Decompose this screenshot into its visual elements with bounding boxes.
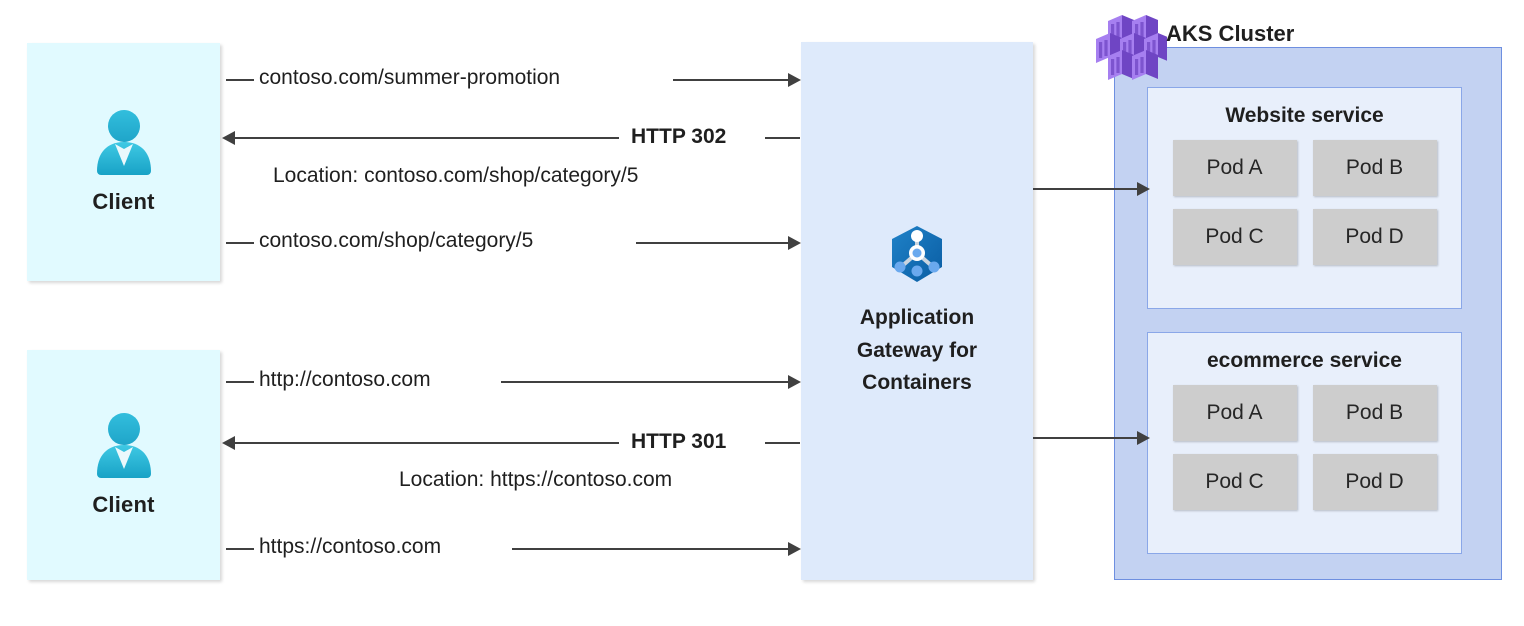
pod-item: Pod B <box>1312 385 1437 441</box>
pod-item: Pod D <box>1312 454 1437 510</box>
arrow-right-icon <box>788 542 801 556</box>
flow-sublabel-location-301: Location: https://contoso.com <box>399 468 673 491</box>
gateway-label-line-3: Containers <box>862 371 972 395</box>
connector-line-to-ecommerce-service <box>1033 437 1148 439</box>
connector-line <box>765 137 800 139</box>
client-label: Client <box>92 492 155 517</box>
connector-line <box>226 79 254 81</box>
connector-line <box>636 242 788 244</box>
pod-item: Pod B <box>1312 140 1437 196</box>
application-gateway-box: Application Gateway for Containers <box>801 42 1033 580</box>
connector-line <box>765 442 800 444</box>
pod-grid: Pod A Pod B Pod C Pod D <box>1172 140 1437 265</box>
connector-line <box>226 381 254 383</box>
client-label: Client <box>92 189 155 214</box>
arrow-left-icon <box>222 131 235 145</box>
user-icon <box>96 413 151 478</box>
arrow-left-icon <box>222 436 235 450</box>
aks-cluster-icon <box>1096 15 1167 80</box>
connector-line <box>512 548 788 550</box>
connector-line <box>501 381 788 383</box>
arrow-right-icon <box>1137 182 1150 196</box>
user-icon <box>96 110 151 175</box>
arrow-right-icon <box>788 236 801 250</box>
application-gateway-icon <box>892 226 942 283</box>
client-box-top: Client <box>27 43 220 281</box>
connector-line <box>226 242 254 244</box>
aks-cluster-title: AKS Cluster <box>1166 21 1295 46</box>
application-gateway-label: Application Gateway for Containers <box>857 302 977 400</box>
arrow-right-icon <box>788 73 801 87</box>
connector-line-to-website-service <box>1033 188 1148 190</box>
gateway-label-line-2: Gateway for <box>856 338 978 362</box>
flow-label-https-contoso: https://contoso.com <box>259 535 442 558</box>
flow-label-summer-promotion: contoso.com/summer-promotion <box>259 66 561 89</box>
pod-item: Pod A <box>1172 385 1297 441</box>
client-box-bottom: Client <box>27 350 220 580</box>
service-box-website: Website service Pod A Pod B Pod C Pod D <box>1147 87 1462 309</box>
service-title: ecommerce service <box>1207 349 1402 372</box>
flow-label-http-301: HTTP 301 <box>631 430 727 453</box>
flow-label-http-302: HTTP 302 <box>631 125 727 148</box>
pod-item: Pod A <box>1172 140 1297 196</box>
connector-line <box>226 548 254 550</box>
pod-item: Pod C <box>1172 454 1297 510</box>
pod-item: Pod C <box>1172 209 1297 265</box>
connector-line <box>235 137 619 139</box>
connector-line <box>673 79 788 81</box>
flow-label-http-contoso: http://contoso.com <box>259 368 431 391</box>
pod-item: Pod D <box>1312 209 1437 265</box>
connector-line <box>235 442 619 444</box>
flow-label-shop-category: contoso.com/shop/category/5 <box>259 229 534 252</box>
arrow-right-icon <box>1137 431 1150 445</box>
service-title: Website service <box>1225 104 1384 127</box>
pod-grid: Pod A Pod B Pod C Pod D <box>1172 385 1437 510</box>
arrow-right-icon <box>788 375 801 389</box>
flow-sublabel-location-302: Location: contoso.com/shop/category/5 <box>273 164 639 187</box>
gateway-label-line-1: Application <box>859 306 975 330</box>
service-box-ecommerce: ecommerce service Pod A Pod B Pod C Pod … <box>1147 332 1462 554</box>
